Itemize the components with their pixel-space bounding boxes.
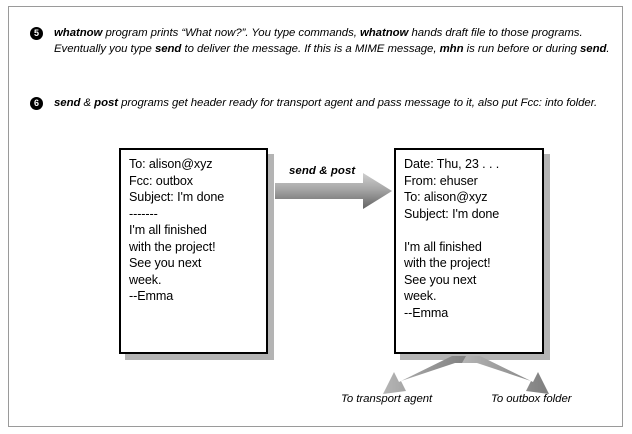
sent-message-line: I'm all finished — [404, 239, 482, 254]
sent-message-line: Date: Thu, 23 . . . — [404, 157, 500, 171]
sent-message-line: See you next — [404, 272, 477, 287]
draft-message-line: To: alison@xyz — [129, 157, 213, 171]
draft-message-line: See you next — [129, 256, 202, 270]
draft-message-line: Subject: I'm done — [129, 190, 225, 204]
step-5-bullet: 5 — [30, 27, 43, 40]
draft-message-line: --Emma — [129, 289, 174, 303]
step-5-text: whatnow program prints “What now?”. You … — [54, 27, 610, 55]
sent-message-line: --Emma — [404, 305, 449, 320]
draft-message-line: with the project! — [129, 239, 216, 254]
transport-agent-label: To transport agent — [341, 393, 433, 405]
outbox-folder-label: To outbox folder — [491, 393, 572, 405]
sent-message-line: To: alison@xyz — [404, 190, 488, 204]
send-post-arrow-label: send & post — [289, 165, 356, 177]
sent-message-line: Subject: I'm done — [404, 206, 500, 221]
step-6-text: send & post programs get header ready fo… — [54, 97, 598, 109]
step-6-bullet: 6 — [30, 97, 43, 110]
sent-message-line: with the project! — [404, 256, 491, 270]
sent-message-line: From: ehuser — [404, 173, 478, 188]
sent-message-line: week. — [404, 289, 437, 303]
sent-message-line — [404, 222, 538, 239]
draft-message-line: week. — [129, 272, 162, 287]
draft-message-line: I'm all finished — [129, 223, 207, 237]
draft-message-line: ------- — [129, 206, 158, 221]
draft-message-line: Fcc: outbox — [129, 173, 193, 188]
